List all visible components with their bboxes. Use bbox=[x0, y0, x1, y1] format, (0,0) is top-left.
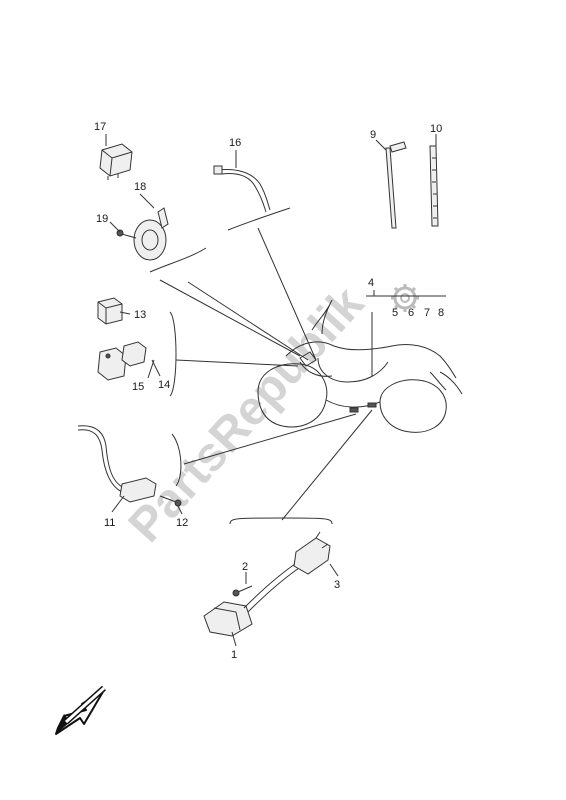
callout-9: 9 bbox=[370, 129, 376, 141]
callout-16: 16 bbox=[229, 137, 241, 149]
callout-1: 1 bbox=[231, 649, 237, 661]
part-14-15-relay-set bbox=[97, 341, 147, 381]
part-19-bolt bbox=[116, 229, 137, 239]
part-3-plug-cap bbox=[293, 531, 331, 575]
part-10-cable-tie bbox=[429, 145, 439, 227]
callout-7: 7 bbox=[424, 307, 430, 319]
callout-15: 15 bbox=[132, 381, 144, 393]
part-18-horn bbox=[133, 207, 169, 261]
callout-18: 18 bbox=[134, 181, 146, 193]
callout-8: 8 bbox=[438, 307, 444, 319]
callout-17: 17 bbox=[94, 121, 106, 133]
callout-11: 11 bbox=[104, 517, 115, 529]
connector-b bbox=[367, 402, 377, 408]
callout-3: 3 bbox=[334, 579, 340, 591]
scooter-outline bbox=[257, 299, 463, 433]
watermark-text: PartsRepublik bbox=[119, 277, 375, 553]
part-17-relay bbox=[99, 143, 133, 180]
callout-19: 19 bbox=[96, 213, 108, 225]
callout-12: 12 bbox=[176, 517, 188, 529]
part-11-sensor-wire bbox=[77, 425, 157, 503]
leader-lines bbox=[159, 227, 373, 521]
callout-14: 14 bbox=[158, 379, 170, 391]
front-direction-arrow-icon bbox=[55, 685, 107, 735]
callout-6: 6 bbox=[408, 307, 414, 319]
callout-13: 13 bbox=[134, 309, 146, 321]
callout-labels: 17 18 19 16 9 10 4 5 6 7 8 13 15 14 11 1… bbox=[94, 121, 444, 661]
part-2-bolt bbox=[232, 585, 253, 597]
part-9-strap bbox=[385, 141, 407, 229]
group-brackets bbox=[149, 207, 446, 525]
part-13-relay bbox=[97, 297, 123, 325]
callout-2: 2 bbox=[242, 561, 248, 573]
callout-5: 5 bbox=[392, 307, 398, 319]
callout-leaders bbox=[105, 134, 437, 647]
callout-10: 10 bbox=[430, 123, 442, 135]
connector-a bbox=[349, 407, 359, 413]
gear-icon bbox=[391, 284, 419, 312]
part-16-wire bbox=[213, 165, 271, 213]
callout-4: 4 bbox=[368, 277, 374, 289]
watermark: PartsRepublik bbox=[119, 277, 419, 553]
